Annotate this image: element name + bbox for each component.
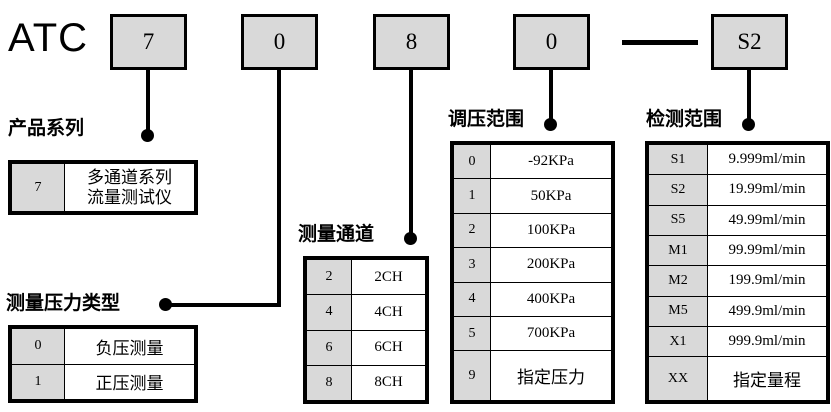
cell-code: 4 bbox=[453, 281, 491, 317]
cell-desc: 8CH bbox=[351, 364, 426, 402]
table-pressure-type: 0 负压测量 1 正压测量 bbox=[8, 325, 198, 403]
cell-desc: 4CH bbox=[351, 294, 426, 331]
cell-code: 1 bbox=[11, 363, 65, 400]
cell-code: 9 bbox=[453, 350, 491, 401]
cell-code: 4 bbox=[306, 294, 352, 331]
cell-desc: 指定量程 bbox=[707, 356, 827, 401]
connector-line-pressure-type-horizontal bbox=[166, 303, 279, 307]
caption-pressure-range: 调压范围 bbox=[448, 109, 525, 130]
cell-code: 7 bbox=[11, 163, 65, 212]
cell-code: S2 bbox=[648, 174, 708, 206]
cell-code: 0 bbox=[11, 328, 65, 365]
cell-desc: 50KPa bbox=[490, 178, 612, 214]
caption-product-series: 产品系列 bbox=[8, 118, 85, 139]
code-box-detection-range[interactable]: S2 bbox=[711, 14, 788, 70]
connector-line-channels bbox=[409, 70, 413, 239]
cell-desc: 2CH bbox=[351, 258, 426, 296]
caption-detection-range: 检测范围 bbox=[646, 109, 723, 130]
table-row: 0 负压测量 bbox=[11, 328, 195, 365]
code-box-channels[interactable]: 8 bbox=[373, 14, 450, 70]
cell-desc: 400KPa bbox=[490, 281, 612, 317]
table-row: 2 100KPa bbox=[453, 212, 612, 249]
table-row: 4 400KPa bbox=[453, 281, 612, 317]
cell-code: S5 bbox=[648, 204, 708, 236]
cell-code: XX bbox=[648, 356, 708, 401]
table-row: X1 999.9ml/min bbox=[648, 325, 827, 358]
cell-desc: 99.99ml/min bbox=[707, 234, 827, 267]
connector-line-detection-range bbox=[747, 70, 751, 125]
cell-code: M1 bbox=[648, 234, 708, 267]
table-row: 1 正压测量 bbox=[11, 363, 195, 400]
table-row: 9 指定压力 bbox=[453, 350, 612, 401]
connector-line-series bbox=[146, 70, 150, 136]
cell-desc: 100KPa bbox=[490, 212, 612, 249]
table-row: 3 200KPa bbox=[453, 247, 612, 283]
table-row: 6 6CH bbox=[306, 329, 426, 366]
table-row: 8 8CH bbox=[306, 364, 426, 402]
table-row: 1 50KPa bbox=[453, 178, 612, 214]
cell-code: 5 bbox=[453, 315, 491, 352]
table-row: 5 700KPa bbox=[453, 315, 612, 352]
code-box-series[interactable]: 7 bbox=[110, 14, 187, 70]
table-row: S1 9.999ml/min bbox=[648, 143, 827, 176]
connector-dot-pressure-range bbox=[544, 118, 557, 131]
cell-code: 2 bbox=[453, 212, 491, 249]
table-detection-range: S1 9.999ml/min S2 19.99ml/min S5 49.99ml… bbox=[645, 141, 830, 404]
brand-label: ATC bbox=[8, 16, 89, 60]
cell-desc: 19.99ml/min bbox=[707, 174, 827, 206]
caption-measure-channel: 测量通道 bbox=[298, 224, 375, 245]
cell-desc: 指定压力 bbox=[490, 350, 612, 401]
table-row: S5 49.99ml/min bbox=[648, 204, 827, 236]
table-row: M2 199.9ml/min bbox=[648, 265, 827, 297]
cell-desc: 700KPa bbox=[490, 315, 612, 352]
separator-dash bbox=[622, 40, 698, 45]
cell-code: M2 bbox=[648, 265, 708, 297]
cell-desc: 正压测量 bbox=[64, 363, 195, 400]
table-row: 4 4CH bbox=[306, 294, 426, 331]
cell-code: 3 bbox=[453, 247, 491, 283]
caption-pressure-type: 测量压力类型 bbox=[6, 293, 121, 314]
table-row: 2 2CH bbox=[306, 258, 426, 296]
table-row: 7 多通道系列 流量测试仪 bbox=[11, 163, 195, 212]
table-row: XX 指定量程 bbox=[648, 356, 827, 401]
code-box-pressure-type[interactable]: 0 bbox=[241, 14, 318, 70]
cell-desc: 49.99ml/min bbox=[707, 204, 827, 236]
cell-desc: 6CH bbox=[351, 329, 426, 366]
connector-dot-channels bbox=[404, 232, 417, 245]
table-row: 0 -92KPa bbox=[453, 143, 612, 180]
connector-line-pressure-range bbox=[549, 70, 553, 125]
cell-code: S1 bbox=[648, 143, 708, 176]
cell-desc: 499.9ml/min bbox=[707, 295, 827, 327]
table-row: M1 99.99ml/min bbox=[648, 234, 827, 267]
cell-desc: 负压测量 bbox=[64, 328, 195, 365]
cell-code: 0 bbox=[453, 143, 491, 180]
table-row: M5 499.9ml/min bbox=[648, 295, 827, 327]
connector-dot-series bbox=[141, 129, 154, 142]
table-pressure-range: 0 -92KPa 1 50KPa 2 100KPa 3 200KPa 4 400… bbox=[450, 141, 615, 404]
desc-line-1: 多通道系列 bbox=[87, 167, 172, 187]
connector-line-pressure-type-vertical bbox=[277, 70, 281, 307]
code-box-pressure-range[interactable]: 0 bbox=[513, 14, 590, 70]
cell-code: 6 bbox=[306, 329, 352, 366]
connector-dot-detection-range bbox=[742, 118, 755, 131]
cell-desc: 199.9ml/min bbox=[707, 265, 827, 297]
table-product-series: 7 多通道系列 流量测试仪 bbox=[8, 160, 198, 215]
cell-code: M5 bbox=[648, 295, 708, 327]
cell-desc: 多通道系列 流量测试仪 bbox=[64, 163, 195, 212]
table-row: S2 19.99ml/min bbox=[648, 174, 827, 206]
connector-dot-pressure-type bbox=[159, 298, 172, 311]
table-measure-channel: 2 2CH 4 4CH 6 6CH 8 8CH bbox=[303, 256, 429, 404]
cell-code: 2 bbox=[306, 258, 352, 296]
cell-desc: -92KPa bbox=[490, 143, 612, 180]
cell-desc: 999.9ml/min bbox=[707, 325, 827, 358]
cell-desc: 200KPa bbox=[490, 247, 612, 283]
cell-code: X1 bbox=[648, 325, 708, 358]
desc-line-2: 流量测试仪 bbox=[87, 187, 172, 207]
cell-code: 1 bbox=[453, 178, 491, 214]
cell-desc: 9.999ml/min bbox=[707, 143, 827, 176]
cell-code: 8 bbox=[306, 364, 352, 402]
